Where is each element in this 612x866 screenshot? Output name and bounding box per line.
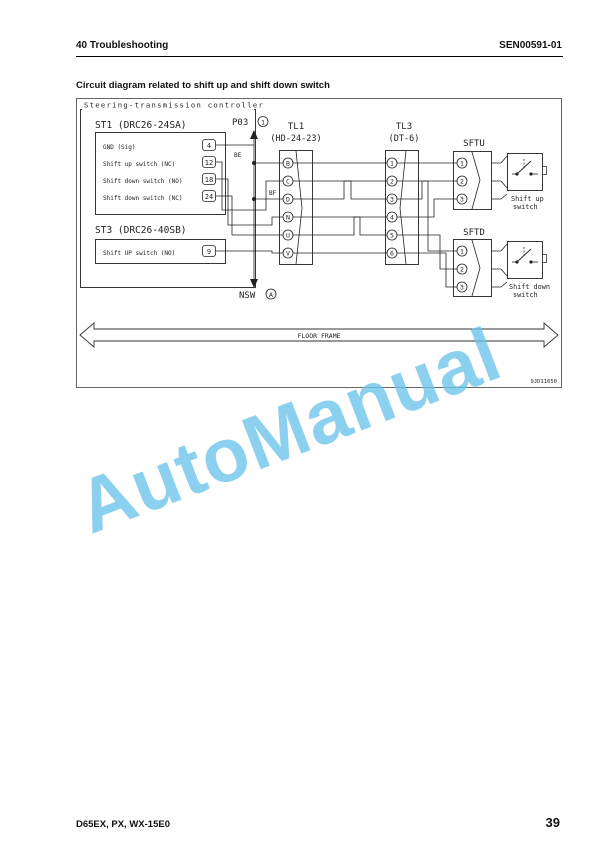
figure-code: 9JD11650	[531, 379, 558, 385]
wiring	[216, 144, 457, 288]
tl3-connector	[385, 150, 419, 265]
tl1-pin-d: D	[286, 196, 290, 204]
tl3-pin-6: 6	[390, 250, 394, 258]
st1-connector	[95, 132, 226, 215]
st1-title: ST1 (DRC26-24SA)	[95, 120, 187, 131]
sftd-pin-2: 2	[460, 266, 464, 274]
sftd-title: SFTD	[463, 228, 485, 238]
sftd-pins	[456, 245, 468, 293]
tl1-part: (HD-24-23)	[270, 134, 321, 144]
st3-pin-9: 9	[207, 248, 211, 256]
floor-frame-label: FLOOR FRAME	[297, 332, 340, 340]
tl1-title: TL1	[288, 122, 304, 132]
tl3-pin-5: 5	[390, 232, 394, 240]
sftu-title: SFTU	[463, 139, 485, 149]
sftu-pin-1: 1	[460, 160, 464, 168]
sftu-switch-label-1: Shift up	[511, 195, 544, 203]
footer-models: D65EX, PX, WX-15E0	[76, 819, 170, 830]
floor-frame-arrow	[79, 322, 559, 348]
sftu-pin-3: 3	[460, 196, 464, 204]
st1-pin-label-gnd: GND (Sig)	[103, 144, 136, 151]
circuit-diagram: Steering-transmission controller ST1 (DR…	[76, 98, 562, 388]
p03-pin: 1	[261, 119, 265, 127]
st1-pin-18: 18	[205, 176, 213, 184]
page-number: 39	[545, 815, 560, 830]
st3-pin-label-shift-up-no: Shift UP switch (NO)	[103, 250, 175, 257]
sftd-pin-1: 1	[460, 248, 464, 256]
st1-pin-label-shift-down-nc: Shift down switch (NC)	[103, 195, 182, 202]
tl3-pin-4: 4	[390, 214, 394, 222]
tl3-pins	[386, 157, 398, 259]
p03-label: P03	[232, 118, 248, 128]
tl1-pin-u: U	[286, 232, 290, 240]
tl1-pin-b: B	[286, 160, 290, 168]
wire-be-label: BE	[234, 152, 242, 159]
sftd-switch-label-2: switch	[513, 291, 538, 299]
st1-pin-24: 24	[205, 193, 213, 201]
tl3-title: TL3	[396, 122, 412, 132]
splice-bf	[252, 197, 256, 201]
shift-down-switch	[507, 241, 543, 279]
nsw-label: NSW	[239, 291, 256, 301]
controller-title: Steering-transmission controller	[84, 101, 264, 110]
tl1-connector	[279, 150, 313, 265]
st1-pin-label-shift-down-no: Shift down switch (NO)	[103, 178, 182, 185]
st1-pin-4: 4	[207, 142, 211, 150]
header-section: 40 Troubleshooting	[76, 40, 169, 51]
nsw-pin: A	[269, 291, 273, 299]
tl1-pin-c: C	[286, 178, 290, 186]
sftu-switch-label-2: switch	[513, 203, 538, 211]
st3-title: ST3 (DRC26-40SB)	[95, 225, 187, 236]
header-doc-code: SEN00591-01	[499, 40, 562, 51]
sftu-pin-2: 2	[460, 178, 464, 186]
shift-up-switch	[507, 153, 543, 191]
diagram-frame	[76, 98, 562, 388]
sftu-pins	[456, 157, 468, 205]
tl3-pin-3: 3	[390, 196, 394, 204]
tl1-pin-v: V	[286, 250, 290, 258]
sftd-connector	[453, 239, 492, 297]
section-title: Circuit diagram related to shift up and …	[76, 80, 330, 91]
sftd-pin-3: 3	[460, 284, 464, 292]
tl3-part: (DT-6)	[389, 134, 420, 144]
tl3-pin-1: 1	[390, 160, 394, 168]
st1-pin-label-shift-up-nc: Shift up switch (NC)	[103, 161, 175, 168]
wire-bf-label: BF	[269, 190, 277, 197]
st3-connector	[95, 239, 226, 264]
tl1-pins	[282, 157, 294, 259]
tl3-pin-2: 2	[390, 178, 394, 186]
tl1-pin-n: N	[286, 214, 290, 222]
sftd-switch-label-1: Shift down	[509, 283, 550, 291]
splice-be	[252, 161, 256, 165]
header-rule	[76, 56, 563, 57]
st1-pin-12: 12	[205, 159, 213, 167]
sftu-connector	[453, 151, 492, 210]
